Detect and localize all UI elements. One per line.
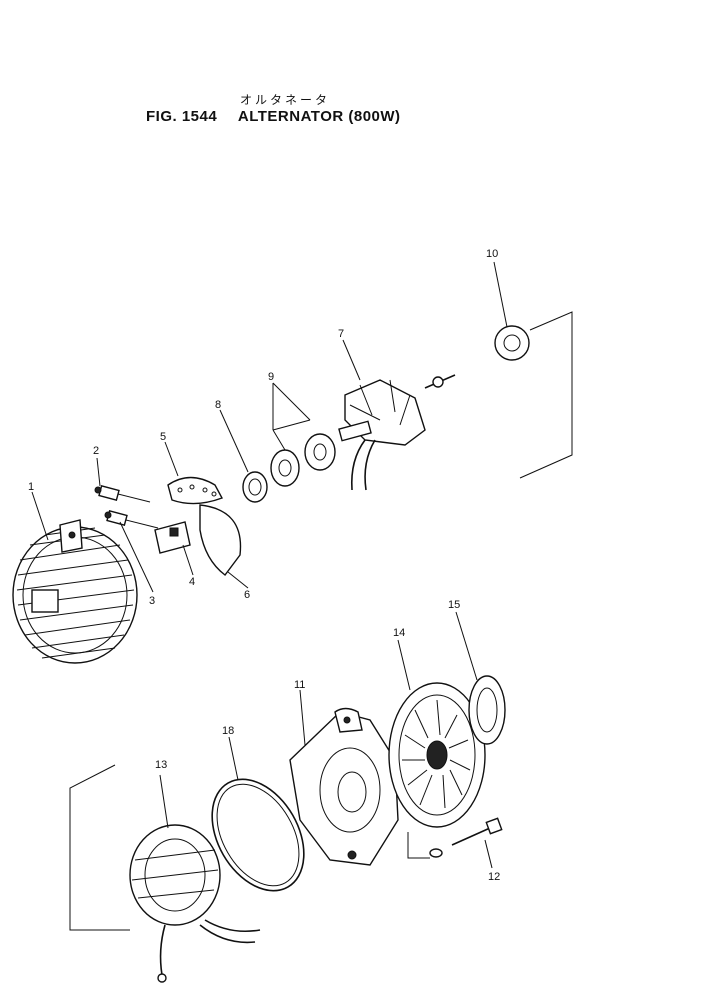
callout-3: 3 <box>149 595 155 607</box>
callout-8: 8 <box>215 399 221 411</box>
part-spacer-pair <box>270 433 336 487</box>
callout-4: 4 <box>189 576 195 588</box>
callout-7: 7 <box>338 328 344 340</box>
part-bearing-rear <box>494 325 530 361</box>
part-rotor <box>338 374 456 491</box>
callout-11: 11 <box>294 679 305 691</box>
part-bolt <box>429 817 503 858</box>
part-fan <box>388 682 486 828</box>
callout-13: 13 <box>155 759 167 771</box>
part-brush-upper <box>94 484 151 503</box>
part-brush-lower <box>104 509 159 529</box>
part-rear-bracket <box>12 519 138 664</box>
callout-12: 12 <box>488 871 500 883</box>
figure-name: ALTERNATOR (800W) <box>237 108 401 125</box>
callout-14: 14 <box>393 627 405 639</box>
callout-15: 15 <box>448 599 460 611</box>
part-bearing-front <box>242 471 268 503</box>
bracket-lines-lower <box>69 764 430 931</box>
part-cover-plate <box>199 504 242 576</box>
callout-9: 9 <box>268 371 274 383</box>
part-o-ring <box>211 778 305 892</box>
title-japanese: オルタネータ <box>240 93 331 107</box>
figure-title: FIG. 1544 ALTERNATOR (800W) <box>146 108 401 125</box>
callout-1: 1 <box>28 481 34 493</box>
bracket-lines-upper <box>519 311 573 479</box>
part-front-housing <box>289 707 399 866</box>
callout-5: 5 <box>160 431 166 443</box>
callout-10: 10 <box>486 248 498 260</box>
part-brush-holder <box>154 521 191 554</box>
callout-6: 6 <box>244 589 250 601</box>
part-stator <box>129 824 261 983</box>
callout-2: 2 <box>93 445 99 457</box>
leader-lines <box>31 261 508 869</box>
callout-18: 18 <box>222 725 234 737</box>
part-pulley <box>468 675 506 745</box>
callout-labels: 1 2 3 4 5 6 7 8 9 10 11 12 13 14 15 18 <box>28 248 500 883</box>
part-plate <box>167 476 223 505</box>
figure-number: FIG. 1544 <box>146 108 218 125</box>
